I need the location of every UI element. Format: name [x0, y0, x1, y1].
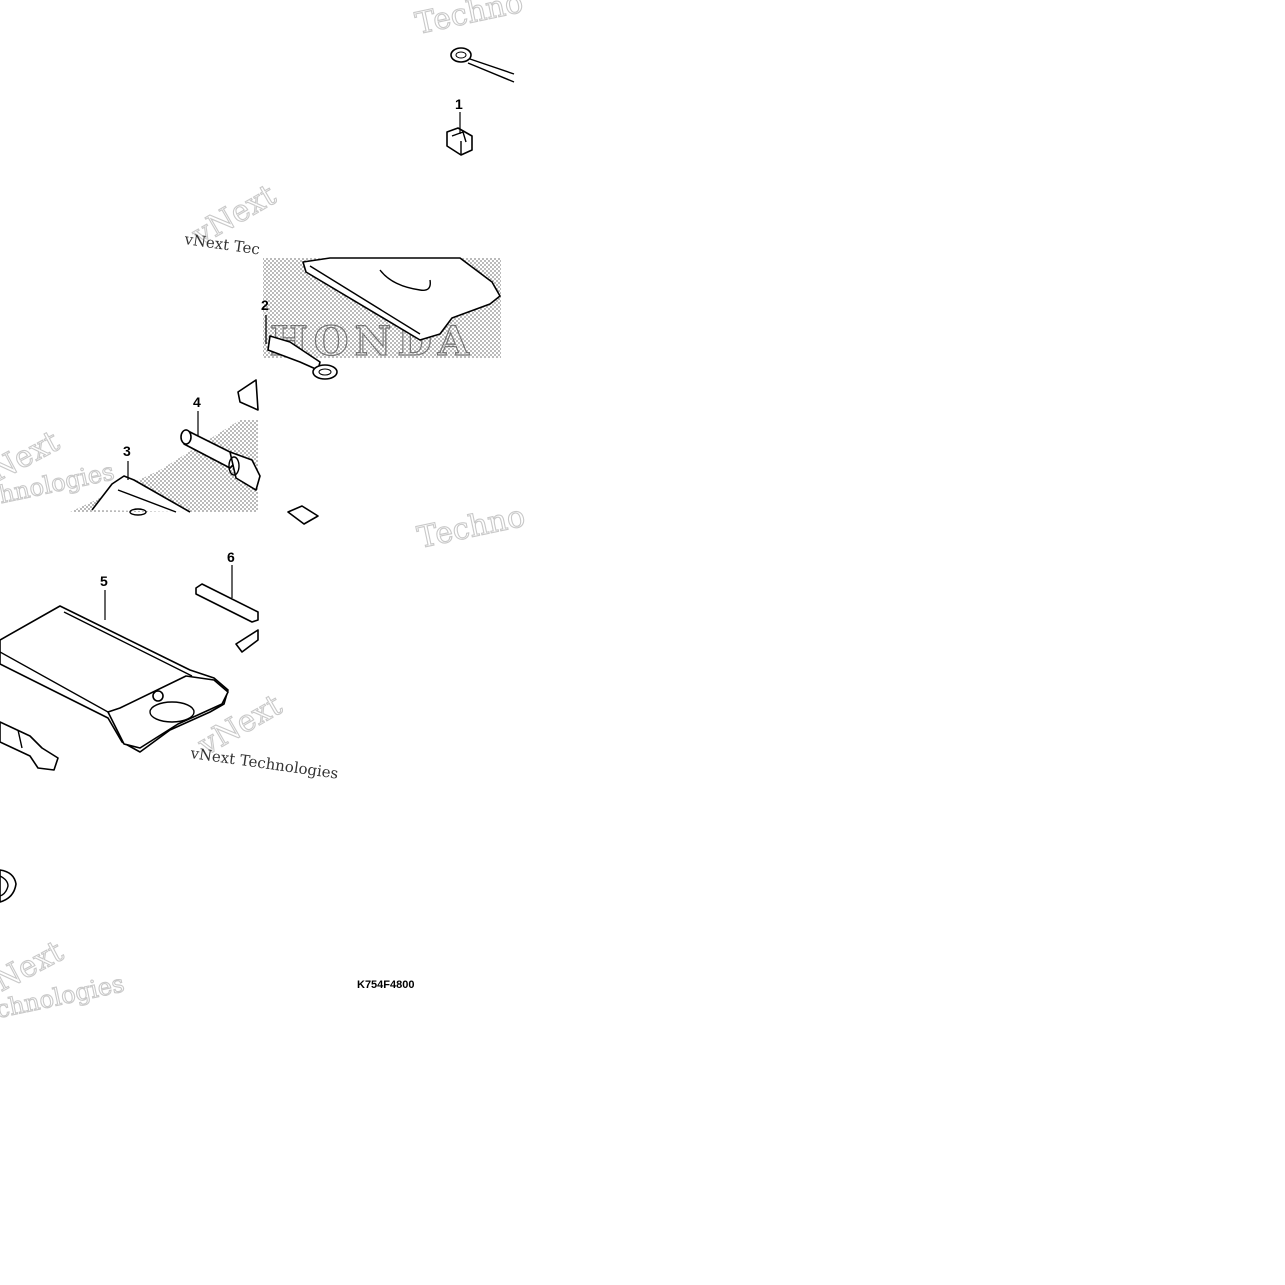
watermark-techno-top: Techno — [412, 0, 526, 42]
part-4-socket-wrench — [180, 429, 261, 491]
part-2-bag-flap — [267, 257, 501, 380]
part-spanner-fragment — [0, 721, 59, 771]
callout-5: 5 — [100, 573, 108, 589]
callout-4: 4 — [193, 394, 201, 410]
part-5-tool-pouch — [0, 605, 229, 753]
callout-3: 3 — [123, 443, 131, 459]
watermark-vnext-technologies: vNext Technologies — [188, 744, 339, 783]
watermark-techno-right: Techno — [414, 499, 528, 556]
part-3-bag — [91, 475, 191, 516]
figure-code: K754F4800 — [357, 979, 415, 991]
callout-6: 6 — [227, 549, 235, 565]
part-fragments — [237, 379, 319, 525]
part-6-hex-key — [195, 583, 259, 653]
watermark-vnext-tec: vNext Tec — [182, 230, 261, 259]
part-1-clip — [446, 47, 515, 156]
watermark-layer: Techno vNext vNext Tec vNext Technologie… — [0, 0, 529, 1030]
callout-1: 1 — [455, 96, 463, 112]
callout-2: 2 — [261, 297, 269, 313]
part-ring-fragment — [0, 869, 17, 903]
